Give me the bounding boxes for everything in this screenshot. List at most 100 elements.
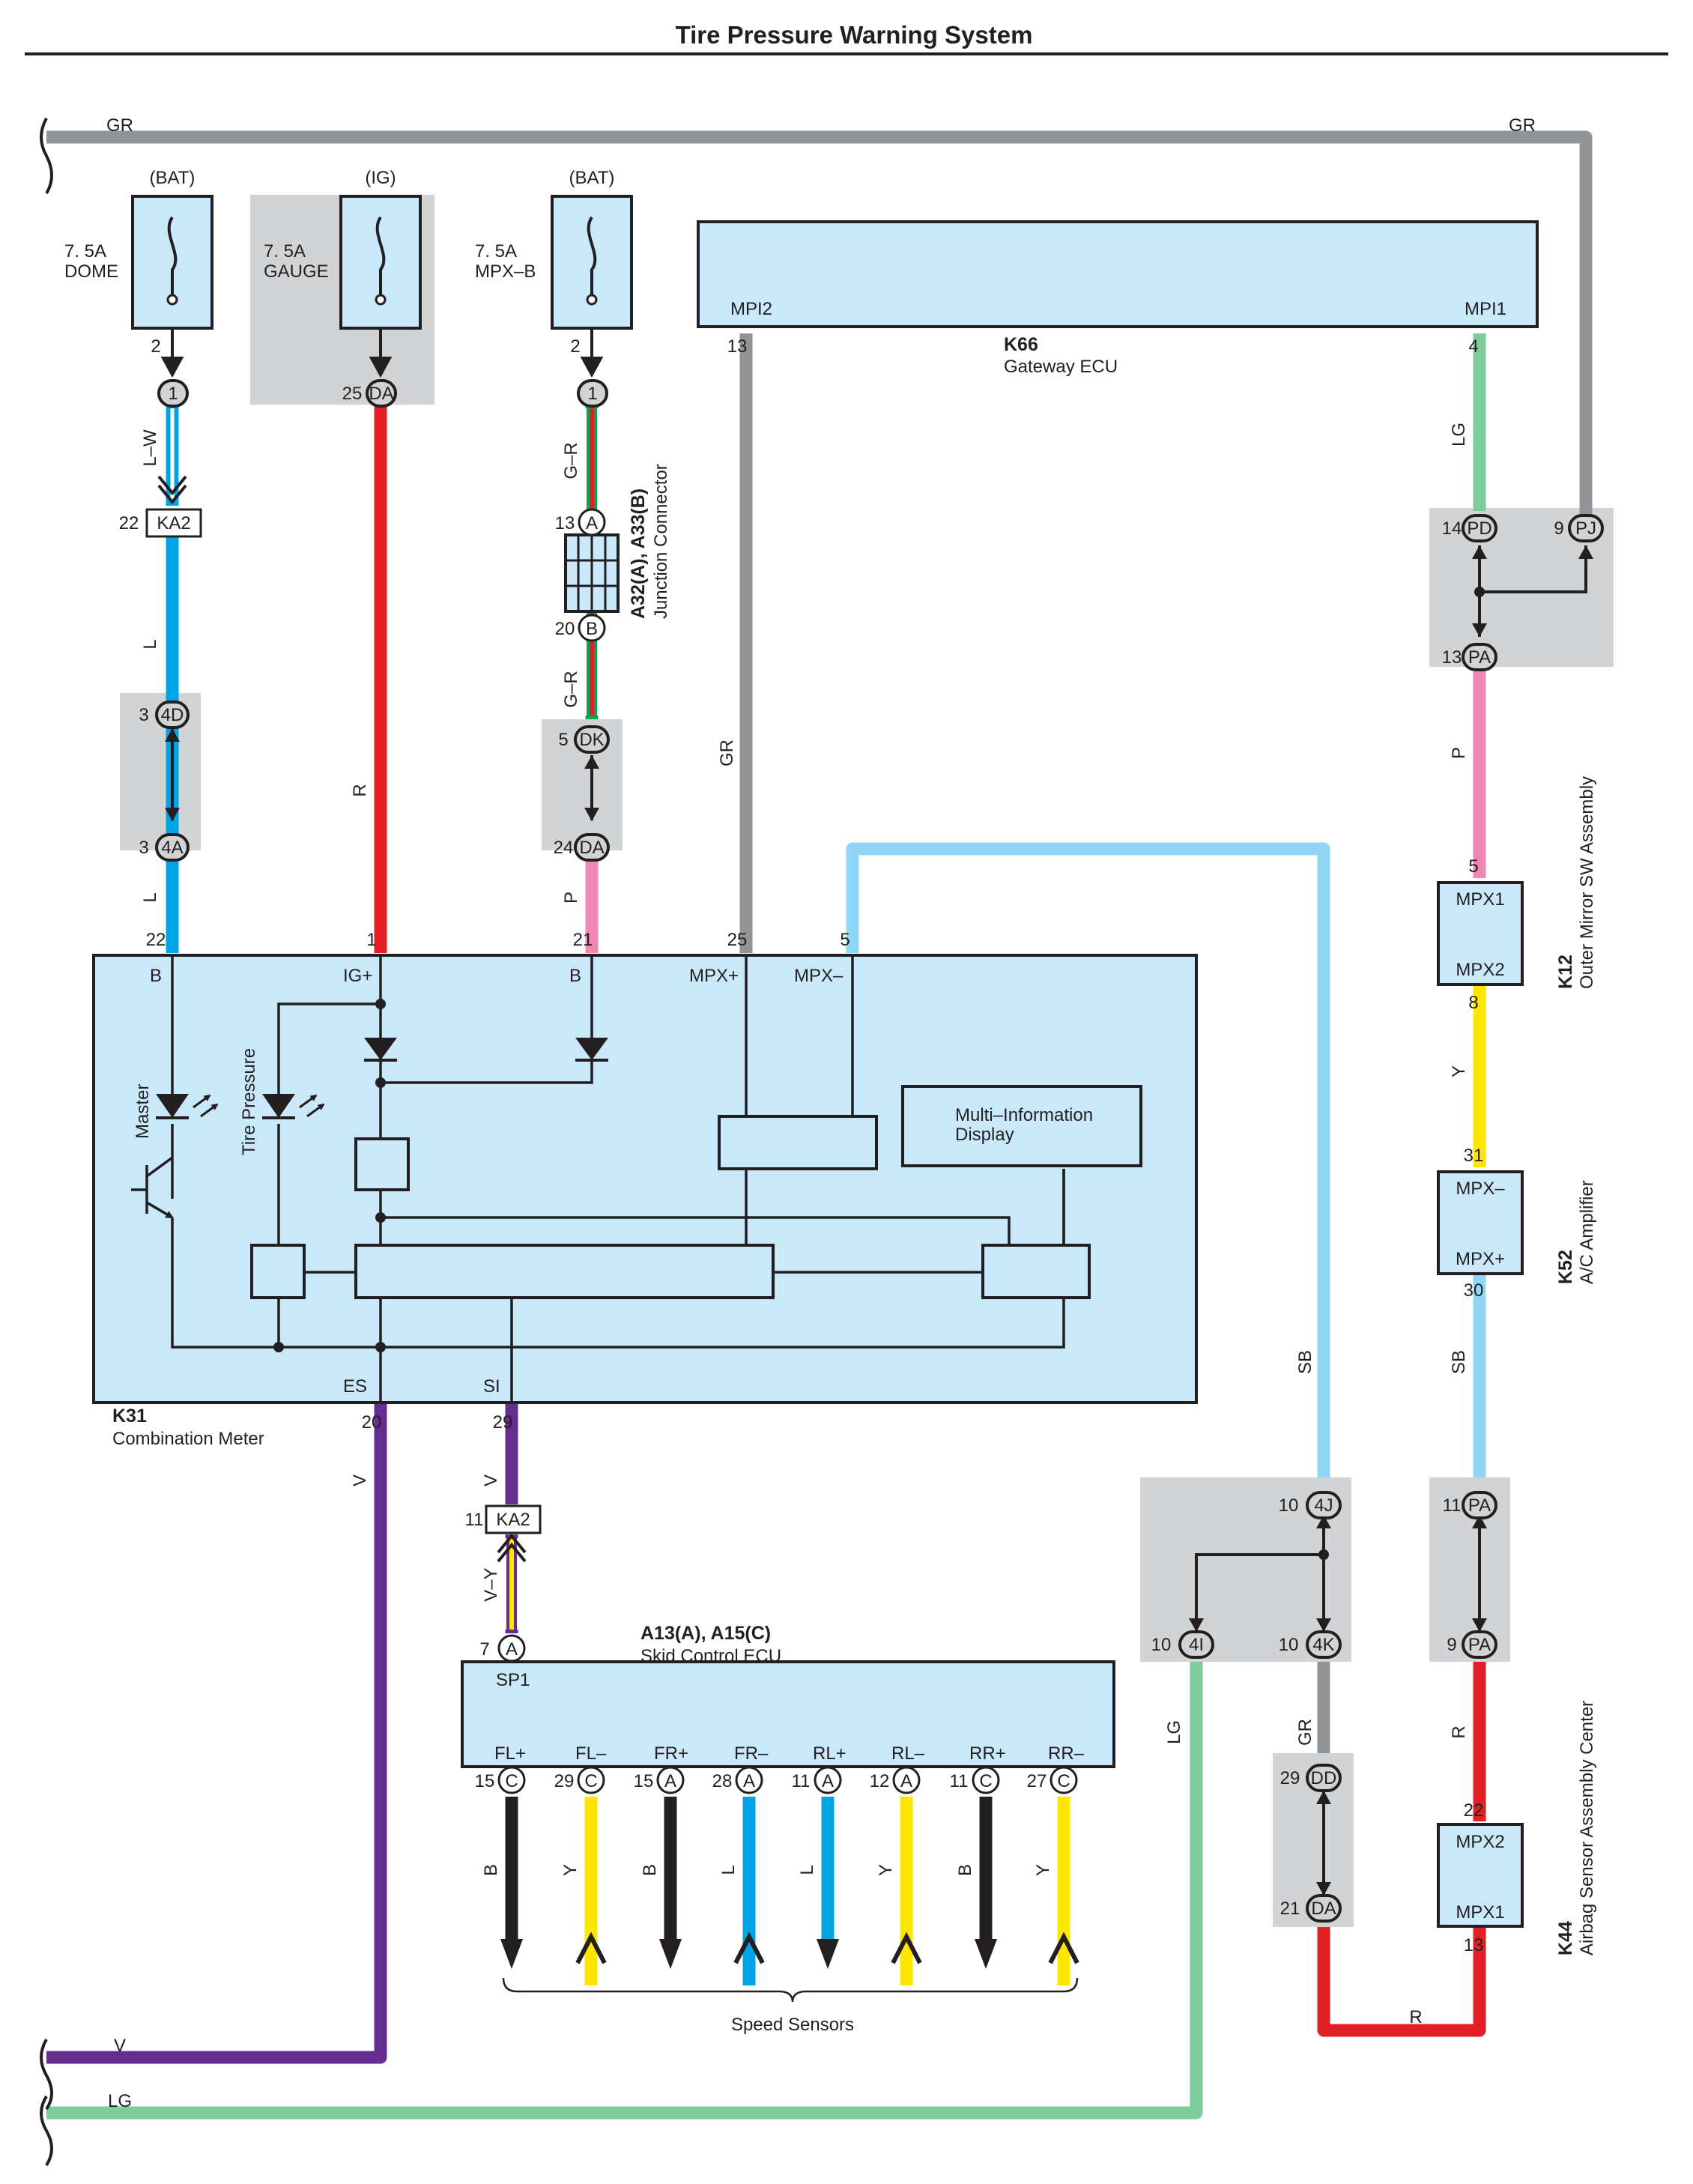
pin-number: 7 [479,1639,489,1660]
connector-label: A [900,1771,912,1791]
connector-label: A [664,1771,676,1791]
pin-number: 10 [1279,1495,1299,1516]
pin-number: 11 [465,1510,484,1530]
speed-sensors-brace [502,1977,1079,2003]
connector-ovals [155,379,1604,1923]
connector-label: PA [1468,1635,1491,1655]
connector-label: B [586,619,598,639]
fuse-supply: (BAT) [569,168,615,188]
pin-number: 11 [1443,1495,1462,1516]
combination-meter: B IG+ B MPX+ MPX– ES SI K31 Combination … [92,954,1198,1449]
arrow-fl-plus [500,1939,523,1969]
connector-label: PA [1468,1495,1491,1516]
fuse-dome: (BAT) 7. 5A DOME [64,168,213,330]
pin-mpi1: MPI1 [1465,299,1506,319]
wire-color-label: Y [1449,1065,1469,1077]
pin-mpx2: MPX2 [1456,1832,1504,1852]
wire-color-label: GR [717,739,737,766]
wire-color-label: Y [560,1864,581,1876]
tire-pressure-label: Tire Pressure [239,1048,259,1155]
component-name: Combination Meter [112,1429,264,1449]
driver-box [250,1244,306,1299]
gateway-ecu: MPI2 MPI1 K66 Gateway ECU [697,220,1539,377]
wire-color-label: L [140,639,160,649]
wire-color-label: Y [1033,1864,1053,1876]
connector-label: DA [579,838,604,858]
connector-label: 1 [587,384,597,404]
wire-color-label: L [797,1865,817,1875]
pin-si: SI [483,1376,500,1397]
cpu-box [354,1244,775,1299]
wire-color-label: L [718,1865,739,1875]
display-driver-box [981,1244,1091,1299]
junction-connector: A32(A), A33(B) Junction Connector [564,464,671,619]
pin-number: 5 [1468,856,1478,877]
wire-color-label: LG [108,2091,132,2111]
wire-v-es [46,1403,387,2064]
wire-color-label: B [481,1864,501,1876]
connector-rects [145,508,542,1534]
wire-color-label: G–R [561,671,581,707]
wire-gr-top-bus [46,130,1593,521]
pin-number: 4 [1468,336,1478,357]
pin-number: 21 [1280,1899,1300,1919]
arrow-fl-minus [575,1932,607,1964]
pin-number: 15 [475,1771,495,1791]
ka2-chevrons [157,475,527,1563]
pin-fr-minus: FR– [734,1743,769,1764]
wire-color-label: P [561,892,581,904]
pin-number: 1 [366,930,376,950]
pin-rr-minus: RR– [1048,1743,1085,1764]
fuse-gauge: (IG) 7. 5A GAUGE [264,168,422,330]
pin-rl-minus: RL– [891,1743,925,1764]
component-name: Airbag Sensor Assembly Center [1577,1701,1597,1955]
arrow-rl-minus [891,1932,922,1964]
wire-color-label: GR [1509,115,1536,136]
connector-label: DD [1311,1768,1337,1788]
component-code: K12 [1555,955,1576,989]
pin-number: 25 [342,384,363,404]
wire-color-label: R [1409,2007,1422,2027]
connector-label: C [505,1771,518,1791]
pin-fl-minus: FL– [575,1743,607,1764]
mid-display-line2: Display [955,1125,1014,1145]
pin-mpi2: MPI2 [730,299,772,319]
pin-number: 25 [727,930,748,950]
pin-number: 13 [1442,647,1462,668]
pin-number: 11 [792,1771,811,1791]
arrow-fr-plus [659,1939,682,1969]
fuse-supply: (IG) [365,168,396,188]
connector-label: DA [1311,1899,1336,1919]
led-tire-pressure [262,1094,295,1118]
connector-label: 4I [1189,1635,1204,1655]
wire-color-label: GR [106,115,133,136]
pin-number: 20 [362,1412,382,1433]
speed-sensors-label: Speed Sensors [731,2015,854,2035]
connector-label: PJ [1575,518,1596,539]
fuse-rating: 7. 5A [475,241,517,261]
pin-fr-plus: FR+ [654,1743,688,1764]
component-code: K44 [1555,1921,1576,1955]
fuse-supply: (BAT) [150,168,196,188]
multi-info-display-box [901,1085,1142,1167]
break-marks [40,118,53,2167]
connector-label: 4K [1312,1635,1334,1655]
wire-color-label: SB [1449,1350,1469,1374]
wire-color-label: LG [1164,1720,1184,1744]
connector-label: A [506,1639,518,1660]
pin-number: 5 [840,930,849,950]
connector-label: A [743,1771,755,1791]
wire-color-label: B [640,1864,660,1876]
connector-label: A [586,513,598,533]
led-master [156,1094,189,1118]
connector-label: C [584,1771,597,1791]
connector-label: KA2 [157,513,190,533]
wire-sb-mpx-minus [846,842,1330,1477]
wire-color-label: Y [876,1864,896,1876]
wire-color-label: V [350,1474,370,1486]
pin-number: 28 [712,1771,733,1791]
